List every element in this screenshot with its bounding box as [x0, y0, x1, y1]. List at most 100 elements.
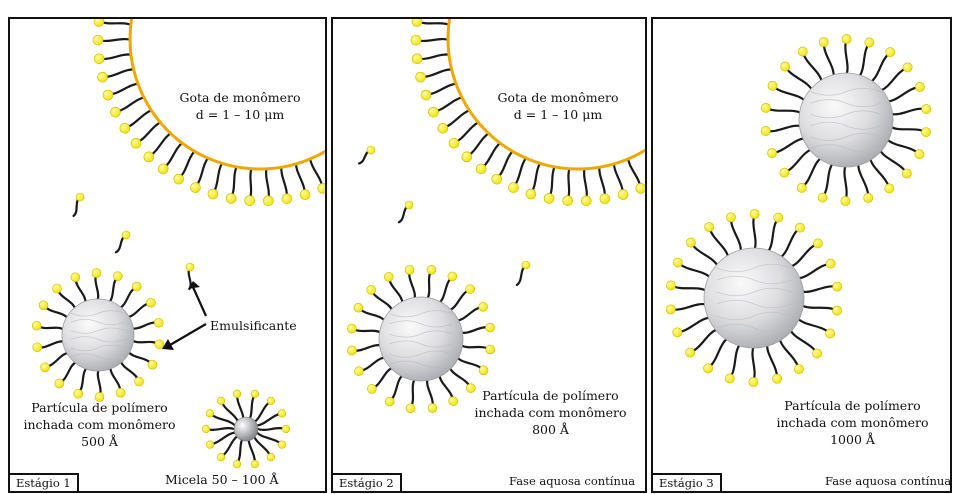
- surfactant-tail: [709, 227, 728, 257]
- surfactant-head: [347, 346, 356, 355]
- surfactant-molecule-icon: [725, 344, 740, 383]
- particle-label: Partícula de polímero inchada com monôme…: [12, 399, 187, 450]
- panel-stage-2: Gota de monômero d = 1 – 10 μm Partícula…: [331, 17, 647, 493]
- surfactant-head: [217, 397, 225, 405]
- surfactant-head: [98, 72, 108, 82]
- surfactant-molecule-icon: [359, 146, 375, 163]
- surfactant-tail: [803, 52, 822, 82]
- surfactant-molecule-icon: [704, 222, 728, 257]
- surfactant-tail: [772, 138, 805, 153]
- surfactant-head: [354, 367, 363, 376]
- surfactant-molecule-icon: [41, 353, 69, 372]
- surfactant-head: [41, 363, 50, 372]
- surfactant-head: [767, 149, 776, 158]
- surfactant-head: [251, 460, 259, 468]
- surfactant-tail: [780, 228, 800, 258]
- surfactant-molecule-icon: [412, 19, 450, 26]
- surfactant-molecule-icon: [226, 166, 237, 203]
- surfactant-head: [300, 190, 310, 200]
- surfactant-head: [865, 38, 874, 47]
- surfactant-head: [94, 19, 104, 26]
- surfactant-molecule-icon: [439, 272, 457, 303]
- surfactant-head: [282, 425, 290, 433]
- surfactant-head: [405, 201, 413, 209]
- surfactant-tail: [780, 339, 799, 369]
- surfactant-tail: [890, 127, 926, 132]
- surfactant-molecule-icon: [767, 138, 804, 157]
- surfactant-molecule-icon: [797, 158, 821, 193]
- surfactant-head: [833, 282, 842, 291]
- surfactant-tail: [802, 158, 822, 188]
- surfactant-head: [903, 63, 912, 72]
- surfactant-molecule-icon: [249, 390, 259, 421]
- surfactant-head: [427, 265, 436, 274]
- surfactant-molecule-icon: [347, 345, 381, 355]
- surfactant-head: [841, 196, 850, 205]
- surfactant-molecule-icon: [94, 19, 132, 26]
- surfactant-molecule-icon: [460, 323, 494, 333]
- surfactant-head: [581, 196, 591, 206]
- surfactant-head: [93, 35, 103, 45]
- surfactant-head: [367, 146, 375, 154]
- surfactant-head: [251, 390, 259, 398]
- surfactant-molecule-icon: [158, 142, 183, 173]
- surfactant-molecule-icon: [245, 168, 255, 206]
- surfactant-molecule-icon: [367, 367, 393, 393]
- surfactant-molecule-icon: [110, 97, 144, 117]
- surfactant-head: [52, 284, 61, 293]
- surfactant-molecule-icon: [761, 126, 801, 136]
- surfactant-molecule-icon: [131, 122, 161, 148]
- surfactant-molecule-icon: [296, 163, 310, 200]
- surfactant-head: [385, 397, 394, 406]
- surfactant-molecule-icon: [439, 375, 457, 406]
- surfactant-molecule-icon: [449, 285, 475, 311]
- surfactant-molecule-icon: [354, 357, 385, 375]
- surfactant-molecule-icon: [599, 166, 610, 204]
- surfactant-molecule-icon: [726, 213, 741, 252]
- surfactant-molecule-icon: [462, 133, 490, 162]
- surfactant-head: [922, 104, 931, 113]
- arrow-up-shaft: [193, 287, 206, 316]
- surfactant-molecule-icon: [818, 163, 833, 202]
- surfactant-molecule-icon: [92, 269, 101, 301]
- surfactant-molecule-icon: [802, 282, 842, 292]
- surfactant-molecule-icon: [421, 84, 457, 100]
- surfactant-head: [190, 183, 200, 193]
- surfactant-head: [32, 321, 41, 330]
- surfactant-molecule-icon: [33, 341, 65, 351]
- surfactant-head: [795, 223, 804, 232]
- surfactant-molecule-icon: [412, 54, 450, 64]
- surfactant-head: [813, 239, 822, 248]
- surfactant-tail: [766, 126, 802, 132]
- surfactant-molecule-icon: [870, 158, 894, 193]
- micelle-core: [234, 417, 258, 441]
- surfactant-head: [206, 441, 214, 449]
- surfactant-molecule-icon: [94, 54, 132, 64]
- surfactant-head: [367, 285, 376, 294]
- surfactant-molecule-icon: [890, 127, 930, 137]
- particle-label-line-2: inchada com monômero: [463, 404, 638, 421]
- surfactant-head: [686, 348, 695, 357]
- surfactant-molecule-icon: [399, 201, 413, 222]
- surfactant-tail: [790, 330, 817, 354]
- surfactant-tail: [678, 263, 711, 278]
- surfactant-molecule-icon: [457, 357, 488, 375]
- surfactant-head: [438, 123, 448, 133]
- surfactant-head: [486, 323, 495, 332]
- surfactant-tail: [859, 42, 869, 76]
- surfactant-molecule-icon: [768, 213, 783, 252]
- surfactant-head: [812, 349, 821, 358]
- surfactant-tail: [768, 218, 778, 252]
- surfactant-molecule-icon: [55, 362, 77, 388]
- surfactant-head: [421, 90, 431, 100]
- surfactant-molecule-icon: [93, 35, 131, 45]
- surfactant-molecule-icon: [347, 324, 381, 333]
- surfactant-head: [428, 107, 438, 117]
- surfactant-head: [636, 183, 646, 193]
- surfactant-head: [226, 193, 236, 203]
- surfactant-head: [486, 345, 495, 354]
- particle-label: Partícula de polímero inchada com monôme…: [463, 387, 638, 438]
- surfactant-head: [476, 164, 486, 174]
- surfactant-head: [384, 272, 393, 281]
- surfactant-molecule-icon: [476, 142, 501, 173]
